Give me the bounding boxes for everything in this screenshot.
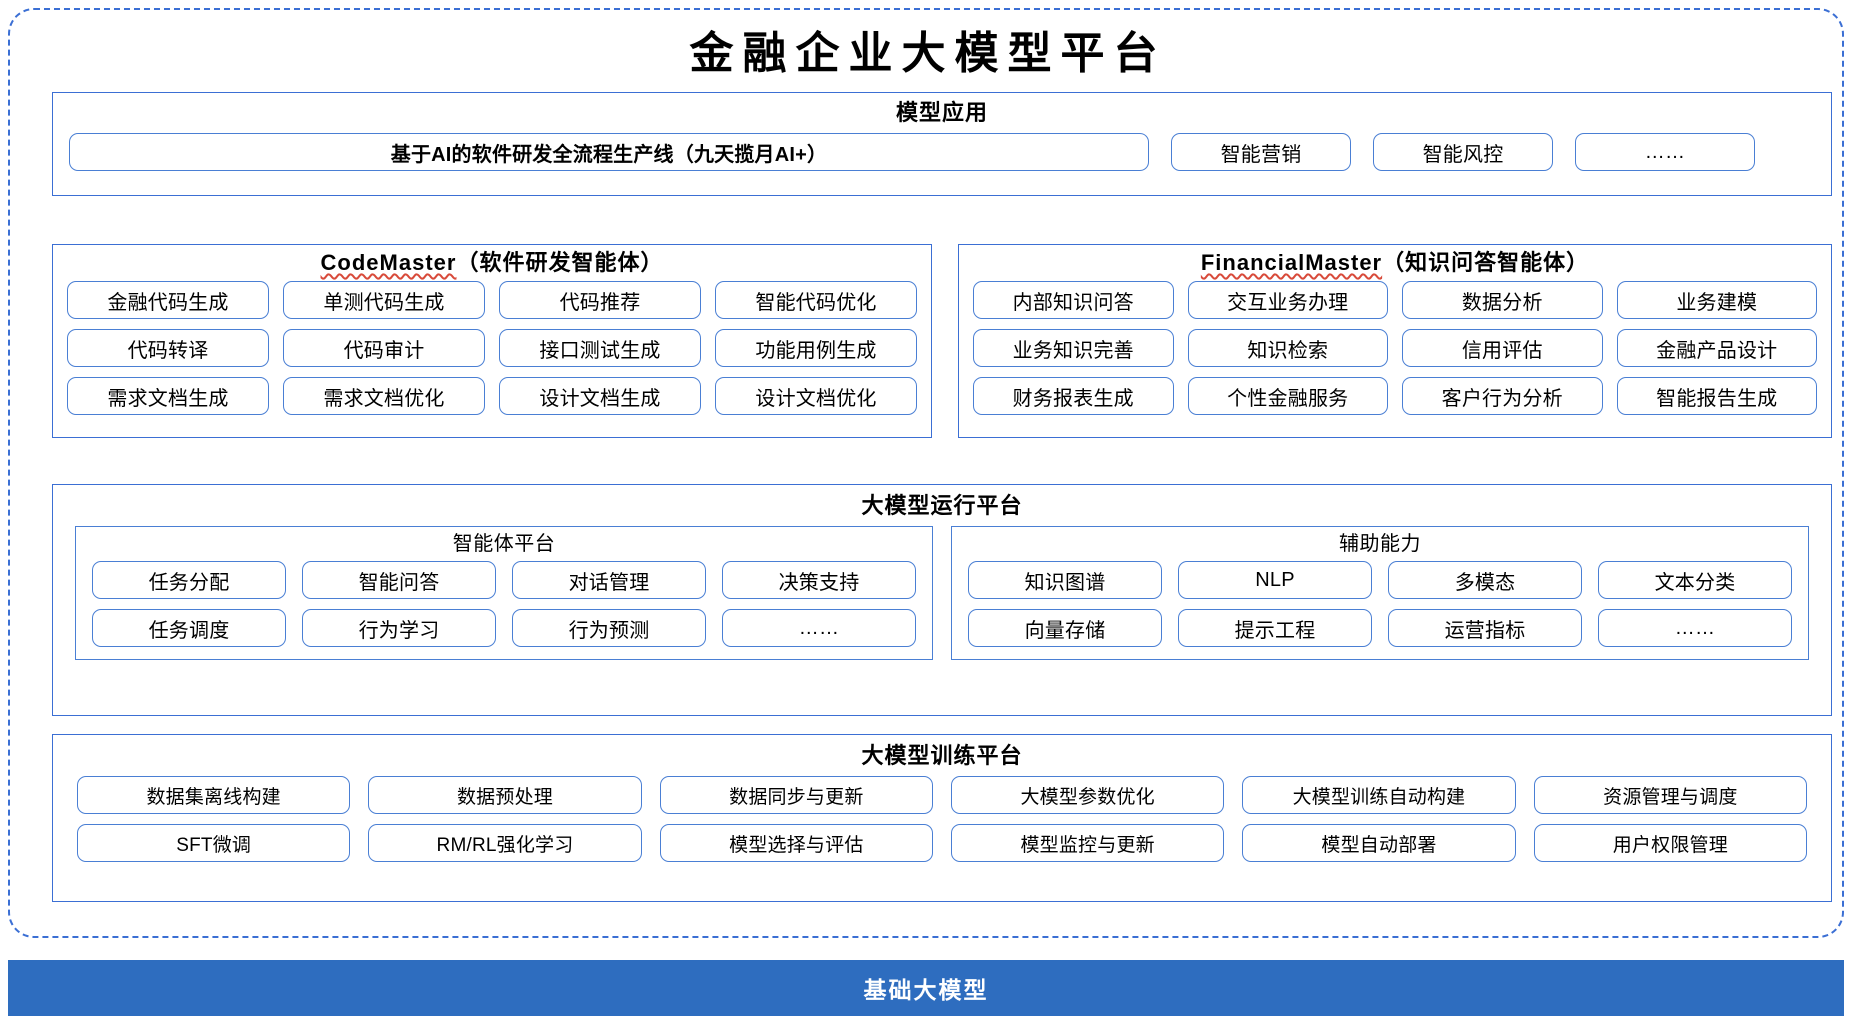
section-training-platform-title: 大模型训练平台 xyxy=(861,743,1023,768)
agent-platform-chip-1[interactable]: 智能问答 xyxy=(302,561,496,600)
auxiliary-chip-3[interactable]: 文本分类 xyxy=(1598,561,1792,600)
codemaster-chip-1[interactable]: 单测代码生成 xyxy=(283,281,485,320)
subpanel-auxiliary-capability: 辅助能力 知识图谱 NLP 多模态 文本分类 向量存储 提示工程 运营指标 …… xyxy=(951,526,1809,661)
base-model-bar: 基础大模型 xyxy=(8,960,1844,1016)
agent-platform-chip-0[interactable]: 任务分配 xyxy=(92,561,286,600)
subpanel-auxiliary-capability-title: 辅助能力 xyxy=(1339,533,1421,556)
section-financialmaster: FinancialMaster（知识问答智能体） 内部知识问答 交互业务办理 数… xyxy=(958,244,1832,438)
training-platform-grid: 数据集离线构建 数据预处理 数据同步与更新 大模型参数优化 大模型训练自动构建 … xyxy=(53,768,1831,863)
financialmaster-chip-7[interactable]: 金融产品设计 xyxy=(1616,329,1817,368)
financialmaster-chip-6[interactable]: 信用评估 xyxy=(1402,329,1603,368)
runtime-subpanel-row: 智能体平台 任务分配 智能问答 对话管理 决策支持 任务调度 行为学习 行为预测… xyxy=(53,518,1831,661)
model-application-primary-chip[interactable]: 基于AI的软件研发全流程生产线（九天揽月AI+） xyxy=(69,133,1149,172)
diagram-outer-frame xyxy=(8,8,1844,938)
agent-platform-chip-3[interactable]: 决策支持 xyxy=(722,561,916,600)
codemaster-chip-9[interactable]: 需求文档优化 xyxy=(283,377,485,416)
training-chip-0[interactable]: 数据集离线构建 xyxy=(77,776,351,815)
codemaster-suffix: （软件研发智能体） xyxy=(456,250,664,275)
training-chip-5[interactable]: 资源管理与调度 xyxy=(1533,776,1807,815)
agent-platform-chip-6[interactable]: 行为预测 xyxy=(512,609,706,648)
section-training-platform: 大模型训练平台 数据集离线构建 数据预处理 数据同步与更新 大模型参数优化 大模… xyxy=(52,734,1832,902)
training-chip-4[interactable]: 大模型训练自动构建 xyxy=(1242,776,1516,815)
agent-platform-grid: 任务分配 智能问答 对话管理 决策支持 任务调度 行为学习 行为预测 …… xyxy=(92,561,916,648)
model-application-chip-1[interactable]: 智能风控 xyxy=(1373,133,1553,172)
financialmaster-chip-8[interactable]: 财务报表生成 xyxy=(973,377,1174,416)
financialmaster-chip-4[interactable]: 业务知识完善 xyxy=(973,329,1174,368)
section-model-application-title: 模型应用 xyxy=(895,100,988,125)
financialmaster-chip-2[interactable]: 数据分析 xyxy=(1402,281,1603,320)
section-financialmaster-title: FinancialMaster（知识问答智能体） xyxy=(959,250,1831,275)
codemaster-capability-grid: 金融代码生成 单测代码生成 代码推荐 智能代码优化 代码转译 代码审计 接口测试… xyxy=(53,275,931,416)
codemaster-name: CodeMaster xyxy=(320,250,457,275)
codemaster-chip-2[interactable]: 代码推荐 xyxy=(499,281,701,320)
training-chip-11[interactable]: 用户权限管理 xyxy=(1533,824,1807,863)
section-codemaster: CodeMaster（软件研发智能体） 金融代码生成 单测代码生成 代码推荐 智… xyxy=(52,244,932,438)
auxiliary-capability-grid: 知识图谱 NLP 多模态 文本分类 向量存储 提示工程 运营指标 …… xyxy=(968,561,1792,648)
training-chip-8[interactable]: 模型选择与评估 xyxy=(659,824,933,863)
model-application-items-row: 基于AI的软件研发全流程生产线（九天揽月AI+） 智能营销 智能风控 …… xyxy=(69,133,1815,172)
section-codemaster-title: CodeMaster（软件研发智能体） xyxy=(53,250,931,275)
subpanel-agent-platform-title: 智能体平台 xyxy=(452,533,556,556)
codemaster-chip-7[interactable]: 功能用例生成 xyxy=(715,329,917,368)
training-chip-7[interactable]: RM/RL强化学习 xyxy=(368,824,642,863)
financialmaster-chip-0[interactable]: 内部知识问答 xyxy=(973,281,1174,320)
training-chip-9[interactable]: 模型监控与更新 xyxy=(951,824,1225,863)
training-chip-10[interactable]: 模型自动部署 xyxy=(1242,824,1516,863)
financialmaster-suffix: （知识问答智能体） xyxy=(1382,250,1590,275)
codemaster-chip-3[interactable]: 智能代码优化 xyxy=(715,281,917,320)
section-runtime-platform: 大模型运行平台 智能体平台 任务分配 智能问答 对话管理 决策支持 任务调度 行… xyxy=(52,484,1832,716)
financialmaster-capability-grid: 内部知识问答 交互业务办理 数据分析 业务建模 业务知识完善 知识检索 信用评估… xyxy=(959,275,1831,416)
auxiliary-chip-4[interactable]: 向量存储 xyxy=(968,609,1162,648)
codemaster-chip-6[interactable]: 接口测试生成 xyxy=(499,329,701,368)
model-application-chip-2[interactable]: …… xyxy=(1575,133,1755,172)
subpanel-agent-platform: 智能体平台 任务分配 智能问答 对话管理 决策支持 任务调度 行为学习 行为预测… xyxy=(75,526,933,661)
financialmaster-chip-9[interactable]: 个性金融服务 xyxy=(1187,377,1388,416)
financialmaster-chip-11[interactable]: 智能报告生成 xyxy=(1616,377,1817,416)
codemaster-chip-4[interactable]: 代码转译 xyxy=(67,329,269,368)
financialmaster-chip-3[interactable]: 业务建模 xyxy=(1616,281,1817,320)
codemaster-chip-10[interactable]: 设计文档生成 xyxy=(499,377,701,416)
auxiliary-chip-1[interactable]: NLP xyxy=(1178,561,1372,600)
agent-platform-chip-5[interactable]: 行为学习 xyxy=(302,609,496,648)
section-model-application: 模型应用 基于AI的软件研发全流程生产线（九天揽月AI+） 智能营销 智能风控 … xyxy=(52,92,1832,196)
codemaster-chip-8[interactable]: 需求文档生成 xyxy=(67,377,269,416)
page-title: 金融企业大模型平台 xyxy=(689,29,1167,78)
training-chip-1[interactable]: 数据预处理 xyxy=(368,776,642,815)
financialmaster-name: FinancialMaster xyxy=(1200,250,1383,275)
auxiliary-chip-0[interactable]: 知识图谱 xyxy=(968,561,1162,600)
auxiliary-chip-2[interactable]: 多模态 xyxy=(1388,561,1582,600)
auxiliary-chip-6[interactable]: 运营指标 xyxy=(1388,609,1582,648)
agent-platform-chip-4[interactable]: 任务调度 xyxy=(92,609,286,648)
section-runtime-platform-title: 大模型运行平台 xyxy=(861,493,1023,518)
auxiliary-chip-7[interactable]: …… xyxy=(1598,609,1792,648)
training-chip-6[interactable]: SFT微调 xyxy=(77,824,351,863)
codemaster-chip-11[interactable]: 设计文档优化 xyxy=(715,377,917,416)
financialmaster-chip-10[interactable]: 客户行为分析 xyxy=(1402,377,1603,416)
training-chip-3[interactable]: 大模型参数优化 xyxy=(951,776,1225,815)
codemaster-chip-5[interactable]: 代码审计 xyxy=(283,329,485,368)
codemaster-chip-0[interactable]: 金融代码生成 xyxy=(67,281,269,320)
agent-platform-chip-2[interactable]: 对话管理 xyxy=(512,561,706,600)
agent-platform-chip-7[interactable]: …… xyxy=(722,609,916,648)
financialmaster-chip-1[interactable]: 交互业务办理 xyxy=(1187,281,1388,320)
training-chip-2[interactable]: 数据同步与更新 xyxy=(659,776,933,815)
financialmaster-chip-5[interactable]: 知识检索 xyxy=(1187,329,1388,368)
model-application-chip-0[interactable]: 智能营销 xyxy=(1171,133,1351,172)
auxiliary-chip-5[interactable]: 提示工程 xyxy=(1178,609,1372,648)
base-model-bar-label: 基础大模型 xyxy=(863,977,989,1003)
